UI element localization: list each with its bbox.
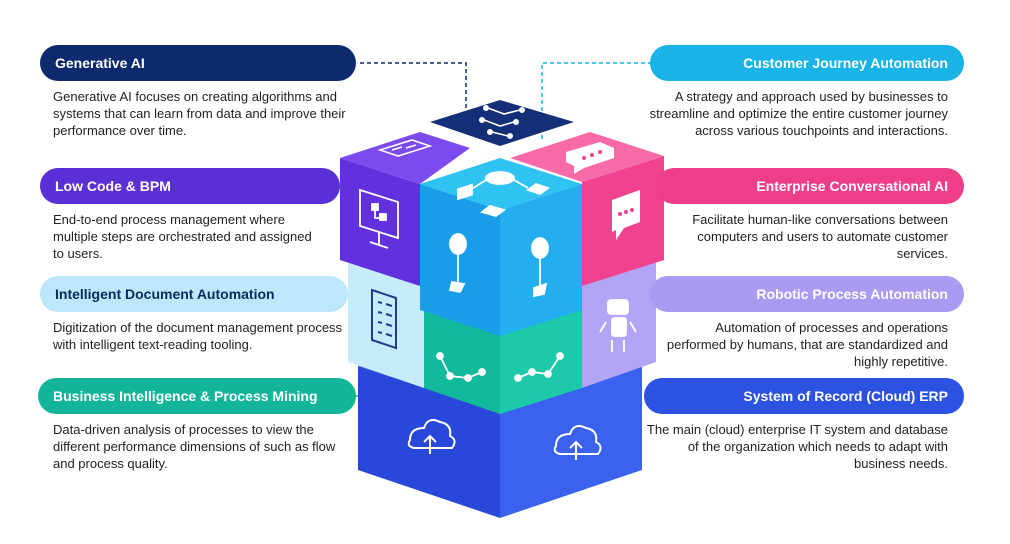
robot-icon (599, 299, 637, 352)
bi-description: Data-driven analysis of processes to vie… (53, 422, 336, 471)
process-mining-icon (436, 352, 564, 382)
idp-description: Digitization of the document management … (53, 320, 343, 352)
generative-ai-title: Generative AI (55, 55, 145, 71)
eca-title: Enterprise Conversational AI (756, 178, 948, 194)
cja-title: Customer Journey Automation (743, 55, 948, 71)
generative-ai-label: Generative AI (40, 45, 356, 81)
idp-title: Intelligent Document Automation (55, 286, 275, 302)
rpa-label: Robotic Process Automation (650, 276, 964, 312)
low-code-title: Low Code & BPM (55, 178, 171, 194)
workflow-monitor-icon (377, 139, 433, 157)
chat-bubble-icon (566, 142, 614, 174)
generative-ai-description: Generative AI focuses on creating algori… (53, 89, 346, 138)
flowchart-icon (457, 171, 550, 217)
cloud-upload-right-icon (553, 425, 602, 460)
monitor-icon (359, 188, 399, 249)
cja-description: A strategy and approach used by business… (649, 89, 948, 138)
idp-label: Intelligent Document Automation (40, 276, 348, 312)
cloud-upload-icon (407, 419, 456, 454)
chat-bubble-side-icon (612, 190, 640, 240)
bi-title: Business Intelligence & Process Mining (53, 388, 318, 404)
low-code-description: End-to-end process management where mult… (53, 212, 312, 261)
balloon-right-icon (531, 237, 549, 298)
erp-description: The main (cloud) enterprise IT system an… (646, 422, 948, 471)
erp-label: System of Record (Cloud) ERP (644, 378, 964, 414)
low-code-label: Low Code & BPM (40, 168, 340, 204)
connector-generative-ai (360, 62, 467, 112)
eca-description: Facilitate human-like conversations betw… (692, 212, 948, 261)
eca-label: Enterprise Conversational AI (656, 168, 964, 204)
rpa-title: Robotic Process Automation (756, 286, 948, 302)
bi-label: Business Intelligence & Process Mining (38, 378, 356, 414)
erp-title: System of Record (Cloud) ERP (743, 388, 948, 404)
rpa-description: Automation of processes and operations p… (666, 320, 948, 369)
document-list-icon (371, 288, 397, 350)
circuit-icon (478, 105, 525, 140)
cja-label: Customer Journey Automation (650, 45, 964, 81)
balloon-left-icon (448, 233, 467, 294)
